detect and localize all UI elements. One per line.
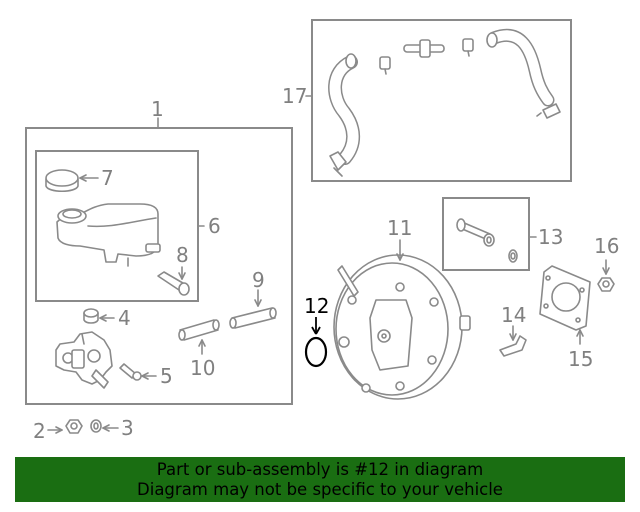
parts-diagram: 1 2 3 4 5 6 7 8 9 10 11 12 13 14 15 16 1… (25, 19, 619, 443)
o-ring-12-drawing (304, 317, 328, 368)
callout-6: 6 (208, 214, 221, 238)
reservoir-cap-drawing (45, 169, 99, 193)
nut-washer-drawing (47, 419, 119, 434)
vacuum-hose-drawing (305, 28, 561, 177)
callout-5: 5 (160, 364, 173, 388)
reservoir-tank-drawing (56, 203, 205, 267)
master-cylinder-drawing (55, 331, 113, 389)
callout-9: 9 (252, 268, 265, 292)
callout-11: 11 (387, 216, 412, 240)
clevis-pin-drawing (456, 218, 537, 263)
callout-4: 4 (118, 306, 131, 330)
callout-12: 12 (304, 294, 329, 318)
callout-14: 14 (501, 303, 526, 327)
callout-15: 15 (568, 347, 593, 371)
reservoir-pin-drawing (157, 266, 190, 296)
pin-9-drawing (229, 289, 277, 329)
info-banner: Part or sub-assembly is #12 in diagram D… (15, 457, 625, 502)
box-vacuum-hose-assembly (311, 19, 572, 182)
callout-8: 8 (176, 243, 189, 267)
callout-3: 3 (121, 416, 134, 440)
callout-13: 13 (538, 225, 563, 249)
grommet-drawing (83, 308, 115, 324)
callout-7: 7 (101, 166, 114, 190)
gasket-drawing (539, 265, 591, 345)
banner-line-1: Part or sub-assembly is #12 in diagram (156, 460, 484, 479)
pin-10-drawing (178, 319, 220, 355)
brake-booster-drawing (333, 239, 471, 400)
callout-2: 2 (33, 419, 46, 443)
callout-1: 1 (151, 97, 164, 121)
callout-16: 16 (594, 234, 619, 258)
box-clevis-pin-set (442, 197, 530, 271)
box-master-cylinder-assembly (25, 127, 293, 405)
callout-10: 10 (190, 356, 215, 380)
nut-16-drawing (597, 259, 615, 292)
bolt-drawing (119, 363, 157, 381)
bracket-14-drawing (499, 325, 527, 357)
banner-line-2: Diagram may not be specific to your vehi… (137, 480, 503, 499)
callout-17: 17 (282, 84, 307, 108)
